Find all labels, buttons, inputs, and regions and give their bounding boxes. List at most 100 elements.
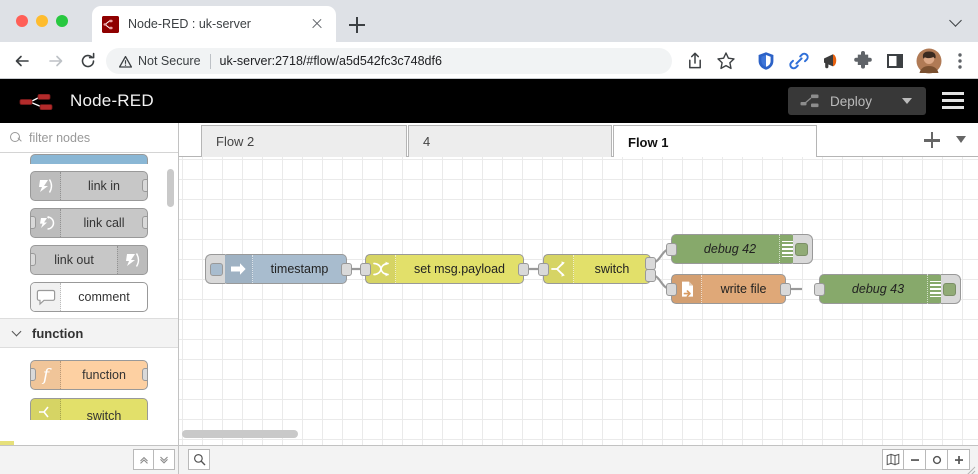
deploy-icon bbox=[800, 93, 822, 109]
debug-toggle-button[interactable] bbox=[793, 234, 813, 264]
chevron-down-icon bbox=[13, 329, 22, 338]
window-maximize-button[interactable] bbox=[56, 15, 68, 27]
palette-node-link-in[interactable]: link in bbox=[30, 171, 148, 201]
flow-tab-4[interactable]: 4 bbox=[408, 125, 612, 157]
deploy-button[interactable]: Deploy bbox=[788, 87, 926, 115]
node-red-header: Node-RED Deploy bbox=[0, 79, 978, 123]
palette-node-link-call[interactable]: link call bbox=[30, 208, 148, 238]
inject-trigger-button[interactable] bbox=[205, 254, 225, 284]
palette-node-label: link call bbox=[83, 216, 125, 230]
puzzle-extensions-icon[interactable] bbox=[852, 50, 874, 72]
add-flow-button[interactable] bbox=[924, 132, 940, 148]
expand-all-icon[interactable] bbox=[154, 449, 175, 470]
canvas-search-button[interactable] bbox=[188, 449, 210, 470]
zoom-reset-icon[interactable] bbox=[926, 449, 948, 470]
flow-node-debug-42[interactable]: debug 42 bbox=[666, 234, 813, 264]
switch-fork-icon bbox=[544, 255, 574, 283]
palette-category-function[interactable]: function bbox=[0, 318, 178, 348]
link-extension-icon[interactable] bbox=[788, 50, 810, 72]
palette-node-label: link out bbox=[54, 253, 94, 267]
hamburger-menu-icon[interactable] bbox=[942, 92, 964, 109]
flow-tab-bar: Flow 2 4 Flow 1 bbox=[179, 123, 978, 158]
node-input-port[interactable] bbox=[814, 283, 825, 296]
node-output-port[interactable] bbox=[142, 179, 147, 192]
browser-toolbar: Not Secure uk-server:2718/#flow/a5d542fc… bbox=[0, 42, 978, 79]
node-input-port[interactable] bbox=[31, 253, 36, 266]
chrome-menu-icon[interactable] bbox=[952, 50, 968, 72]
node-red-logo bbox=[18, 92, 62, 112]
node-output-port-2[interactable] bbox=[645, 269, 656, 282]
resize-grip-icon[interactable] bbox=[966, 463, 976, 474]
share-icon[interactable] bbox=[684, 50, 706, 72]
palette-node-partial-top[interactable] bbox=[30, 154, 148, 164]
flow-node-switch[interactable]: switch bbox=[538, 254, 656, 284]
node-red-favicon bbox=[102, 15, 119, 33]
bookmark-star-icon[interactable] bbox=[715, 50, 737, 72]
palette-node-partial-bottom[interactable]: switch bbox=[30, 398, 148, 420]
palette-node-comment[interactable]: comment bbox=[30, 282, 148, 312]
megaphone-extension-icon[interactable] bbox=[820, 50, 842, 72]
zoom-in-icon[interactable] bbox=[948, 449, 970, 470]
close-icon[interactable] bbox=[308, 15, 326, 33]
flow-tab-menu-button[interactable] bbox=[956, 136, 966, 143]
link-call-icon bbox=[31, 209, 61, 237]
chevron-down-icon[interactable] bbox=[950, 14, 964, 28]
node-output-port[interactable] bbox=[518, 263, 529, 276]
browser-tab[interactable]: Node-RED : uk-server bbox=[92, 6, 336, 42]
palette-vertical-scrollbar[interactable] bbox=[167, 169, 174, 207]
node-input-port[interactable] bbox=[538, 263, 549, 276]
flow-tab-flow2[interactable]: Flow 2 bbox=[201, 125, 407, 157]
warning-triangle-icon[interactable] bbox=[118, 55, 133, 68]
canvas-view-controls bbox=[882, 449, 970, 470]
arrow-back-icon[interactable] bbox=[12, 51, 32, 71]
palette-group-network: link in link call bbox=[0, 171, 178, 318]
reload-icon[interactable] bbox=[78, 51, 98, 71]
collapse-all-icon[interactable] bbox=[133, 449, 154, 470]
node-input-port[interactable] bbox=[360, 263, 371, 276]
node-red-brand-title: Node-RED bbox=[70, 91, 154, 110]
flow-node-write-file[interactable]: write file bbox=[666, 274, 791, 304]
window-minimize-button[interactable] bbox=[36, 15, 48, 27]
profile-avatar[interactable] bbox=[916, 48, 942, 74]
new-tab-button[interactable] bbox=[344, 12, 370, 38]
change-swap-icon bbox=[366, 255, 396, 283]
palette-node-label: comment bbox=[78, 290, 130, 304]
node-output-port[interactable] bbox=[341, 263, 352, 276]
palette-scroll-area[interactable]: link in link call bbox=[0, 154, 178, 445]
palette-filter-placeholder: filter nodes bbox=[29, 130, 91, 145]
node-output-port[interactable] bbox=[780, 283, 791, 296]
caret-down-icon[interactable] bbox=[902, 98, 912, 104]
flow-canvas[interactable]: timestamp set msg.payload bbox=[179, 157, 978, 445]
flow-node-debug-43[interactable]: debug 43 bbox=[814, 274, 961, 304]
link-out-icon bbox=[117, 246, 147, 274]
flow-node-inject-timestamp[interactable]: timestamp bbox=[205, 254, 352, 284]
palette-filter-input[interactable]: filter nodes bbox=[0, 123, 178, 153]
node-input-port[interactable] bbox=[31, 216, 36, 229]
debug-lines-icon bbox=[779, 234, 795, 264]
palette-node-link-out[interactable]: link out bbox=[30, 245, 148, 275]
node-output-port[interactable] bbox=[142, 368, 147, 381]
security-status-label: Not Secure bbox=[138, 54, 201, 68]
node-input-port[interactable] bbox=[31, 368, 36, 381]
window-close-button[interactable] bbox=[16, 15, 28, 27]
map-navigator-icon[interactable] bbox=[882, 449, 904, 470]
url-text: uk-server:2718/#flow/a5d542fc3c748df6 bbox=[219, 54, 442, 68]
omnibox[interactable]: Not Secure uk-server:2718/#flow/a5d542fc… bbox=[106, 48, 672, 74]
window-controls[interactable] bbox=[16, 15, 68, 27]
node-output-port[interactable] bbox=[142, 216, 147, 229]
zoom-out-icon[interactable] bbox=[904, 449, 926, 470]
flow-node-change-set-payload[interactable]: set msg.payload bbox=[360, 254, 529, 284]
flow-tab-label: Flow 2 bbox=[216, 134, 255, 149]
shield-extension-icon[interactable] bbox=[755, 50, 777, 72]
omnibox-divider bbox=[209, 53, 211, 69]
palette-node-label: function bbox=[82, 368, 126, 382]
node-input-port[interactable] bbox=[666, 243, 677, 256]
debug-lines-icon bbox=[927, 274, 943, 304]
flow-tab-flow1[interactable]: Flow 1 bbox=[613, 125, 817, 158]
canvas-horizontal-scrollbar[interactable] bbox=[182, 430, 298, 438]
node-input-port[interactable] bbox=[666, 283, 677, 296]
split-view-icon[interactable] bbox=[884, 50, 906, 72]
palette-collapse-controls bbox=[133, 449, 175, 470]
palette-node-function[interactable]: f function bbox=[30, 360, 148, 390]
debug-toggle-button[interactable] bbox=[941, 274, 961, 304]
